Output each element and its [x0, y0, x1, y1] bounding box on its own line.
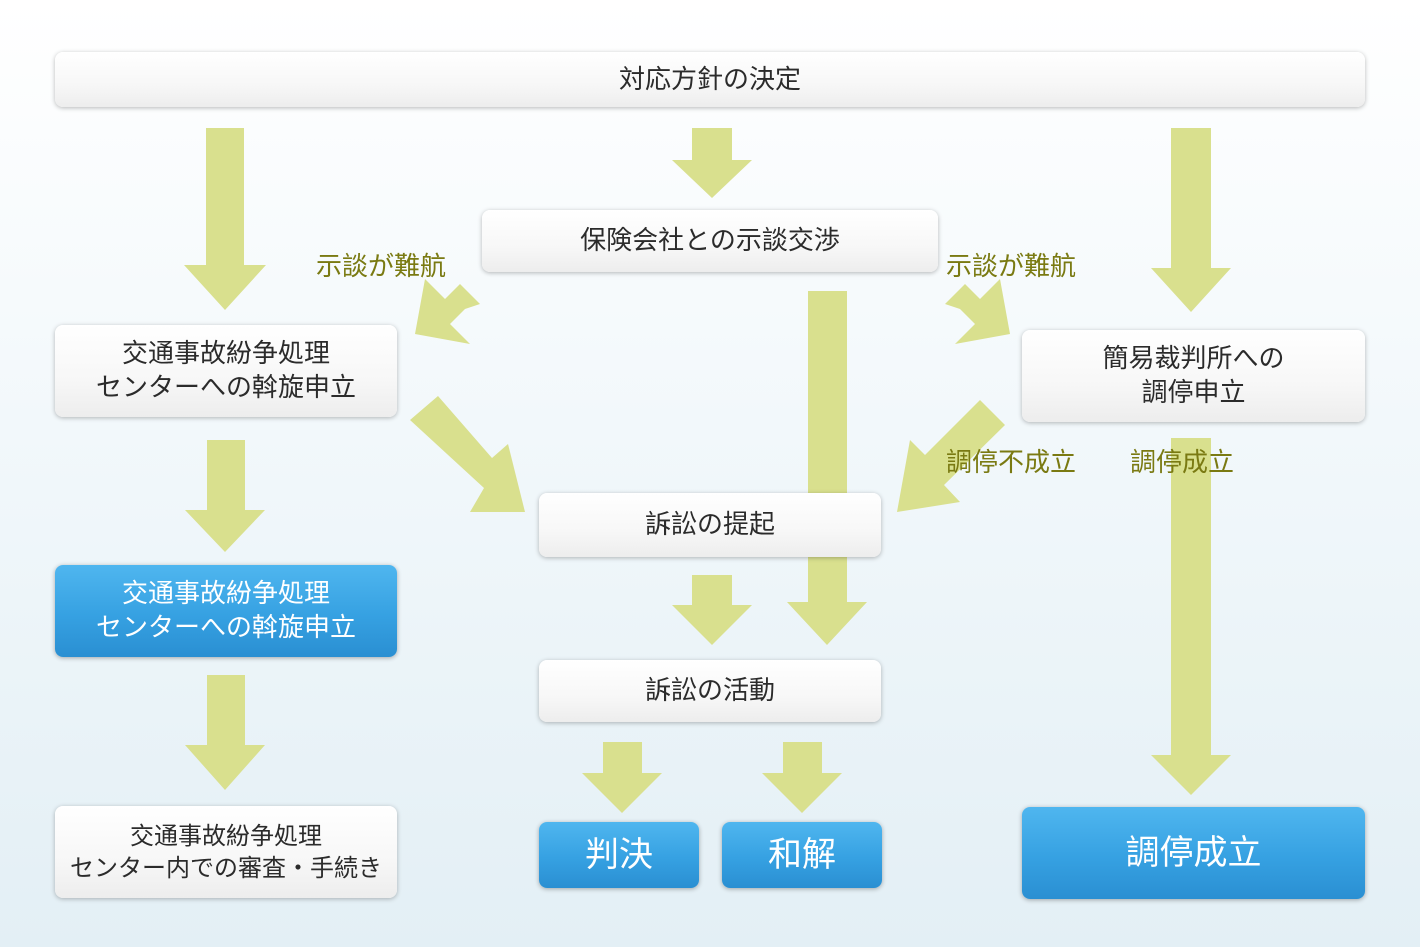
- summary-court-line1: 簡易裁判所への: [1102, 344, 1285, 374]
- arrow-policy-to-center: [184, 128, 266, 310]
- lawsuit-activity-box: 訴訟の活動: [539, 660, 881, 722]
- label-mediation-failed: 調停不成立: [946, 448, 1077, 478]
- summary-court-line2: 調停申立: [1141, 378, 1246, 408]
- lawsuit-filing-label: 訴訟の提起: [644, 510, 775, 540]
- label-difficult-left: 示談が難航: [316, 252, 447, 282]
- negotiation-box: 保険会社との示談交渉: [482, 210, 938, 272]
- arrow-negotiation-to-center: [415, 279, 480, 344]
- center-apply-active-line2: センターへの斡旋申立: [95, 613, 356, 643]
- judgment-box: 判決: [539, 822, 699, 888]
- summary-court-box: 簡易裁判所への 調停申立: [1022, 330, 1365, 422]
- center-apply-active-box: 交通事故紛争処理 センターへの斡旋申立: [55, 565, 397, 657]
- mediation-success-box: 調停成立: [1022, 807, 1365, 899]
- arrow-center-to-active: [185, 440, 265, 552]
- arrow-policy-to-negotiation: [672, 128, 752, 198]
- settlement-box: 和解: [722, 822, 882, 888]
- label-mediation-succeeded: 調停成立: [1130, 448, 1235, 478]
- arrow-court-to-success: [1151, 438, 1231, 795]
- judgment-label: 判決: [585, 835, 653, 875]
- mediation-success-label: 調停成立: [1125, 833, 1262, 873]
- center-apply-active-line1: 交通事故紛争処理: [121, 579, 330, 609]
- policy-decision-label: 対応方針の決定: [618, 64, 801, 95]
- center-review-line1: 交通事故紛争処理: [130, 822, 322, 850]
- arrow-center-to-filing: [410, 396, 525, 512]
- center-review-box: 交通事故紛争処理 センター内での審査・手続き: [55, 806, 397, 898]
- arrow-negotiation-to-court: [945, 279, 1010, 344]
- arrow-policy-to-court: [1151, 128, 1231, 312]
- lawsuit-activity-label: 訴訟の活動: [644, 676, 775, 706]
- arrow-activity-to-settlement: [762, 742, 842, 813]
- lawsuit-filing-box: 訴訟の提起: [539, 493, 881, 557]
- arrow-active-to-review: [185, 675, 265, 790]
- arrow-activity-to-judgment: [582, 742, 662, 813]
- negotiation-label: 保険会社との示談交渉: [580, 226, 840, 256]
- arrow-court-to-filing: [897, 400, 1005, 512]
- center-apply-line2: センターへの斡旋申立: [95, 373, 356, 403]
- label-difficult-right: 示談が難航: [946, 252, 1077, 282]
- center-apply-line1: 交通事故紛争処理: [121, 339, 330, 369]
- policy-decision-box: 対応方針の決定: [55, 52, 1365, 107]
- settlement-label: 和解: [768, 835, 836, 875]
- center-apply-box: 交通事故紛争処理 センターへの斡旋申立: [55, 325, 397, 417]
- arrow-filing-to-activity: [672, 575, 752, 645]
- center-review-line2: センター内での審査・手続き: [70, 854, 382, 882]
- arrow-negotiation-to-activity: [787, 291, 867, 645]
